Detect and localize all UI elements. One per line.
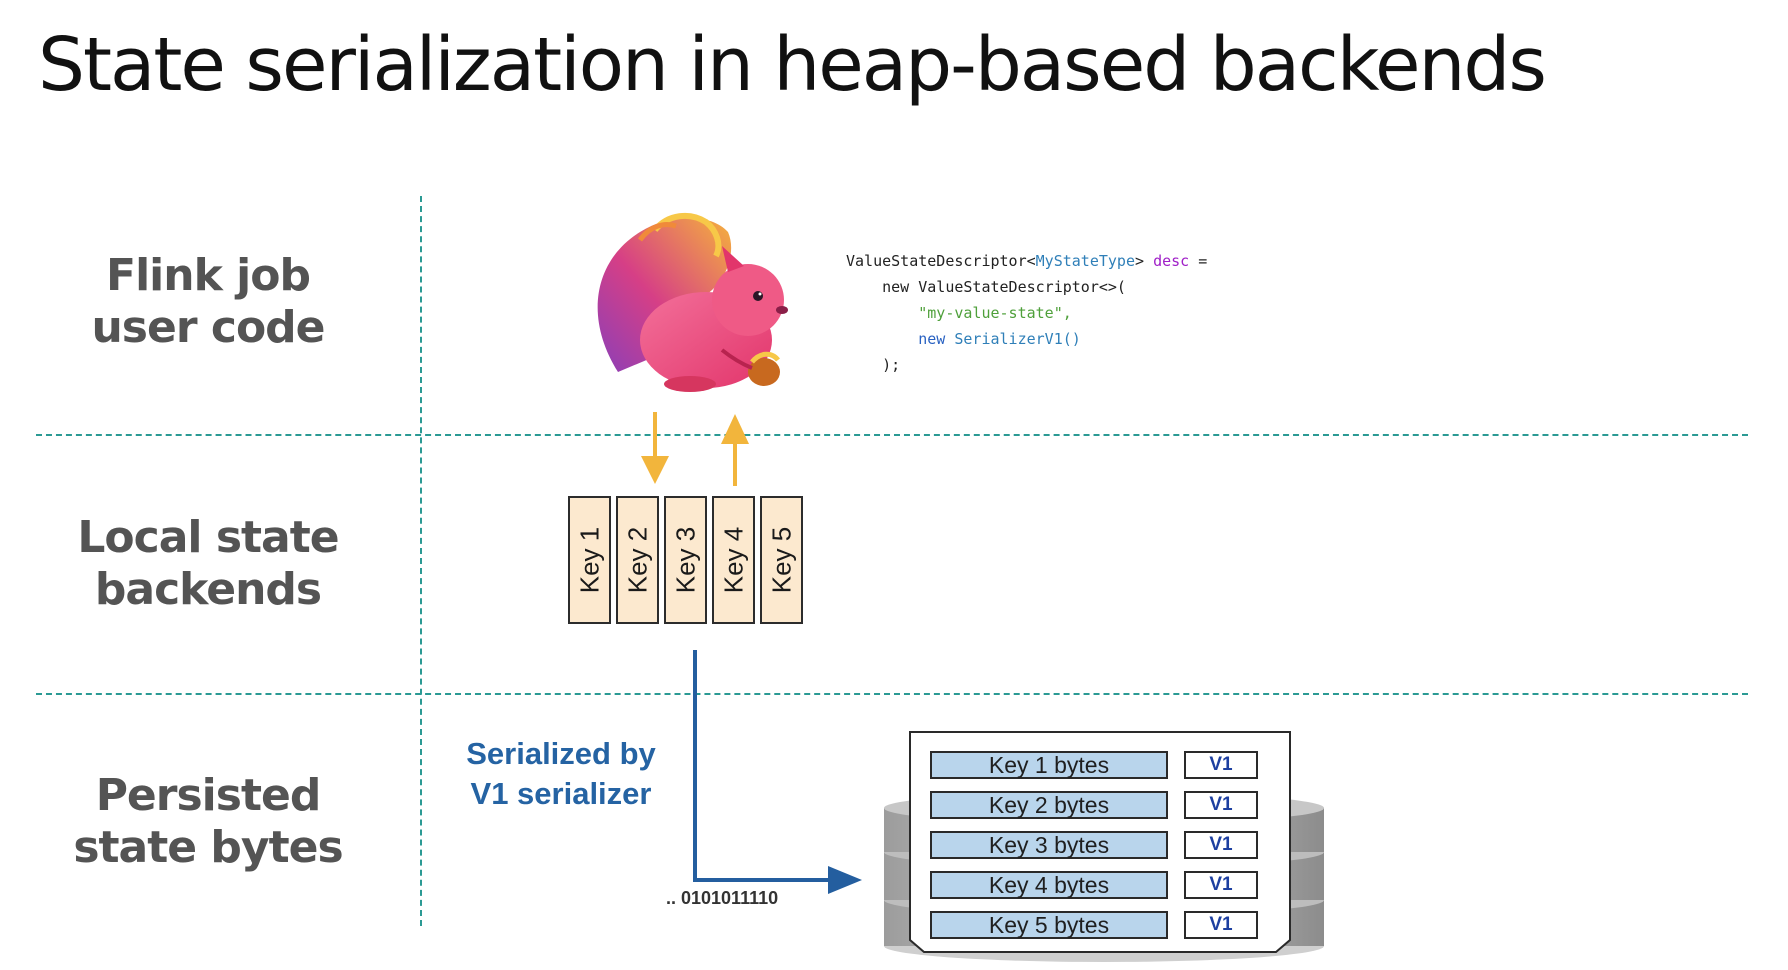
state-key-label: Key 4 (718, 526, 748, 594)
state-key-label: Key 3 (670, 526, 700, 594)
serialized-by-label: Serialized by V1 serializer (456, 734, 666, 814)
bit-stream: .. 0101011110 (666, 888, 779, 908)
code-token: > (1135, 252, 1154, 270)
serializer-version-badge: V1 (1184, 910, 1258, 939)
state-key-cell: Key 5 (760, 496, 803, 624)
persisted-key-bytes: Key 2 bytes (930, 790, 1168, 819)
persisted-key-bytes: Key 4 bytes (930, 870, 1168, 899)
state-key-cell: Key 4 (712, 496, 755, 624)
code-token: ValueStateDescriptor< (846, 252, 1036, 270)
column-divider (420, 196, 422, 926)
arrow-up-icon (721, 414, 749, 486)
code-token-type: SerializerV1() (954, 330, 1081, 348)
persisted-key-bytes: Key 1 bytes (930, 750, 1168, 779)
row-label-line: Flink job (106, 250, 311, 301)
row-label-line: Local state (77, 512, 339, 563)
persisted-key-bytes: Key 3 bytes (930, 830, 1168, 859)
persisted-state-stack: Key 1 bytes V1 Key 2 bytes V1 Key 3 byte… (878, 720, 1328, 970)
code-token-type: MyStateType (1035, 252, 1135, 270)
row-label-line: user code (91, 302, 325, 353)
state-key-label: Key 2 (622, 526, 652, 594)
row-label-user-code: Flink job user code (28, 250, 388, 354)
row-label-line: Persisted (95, 770, 322, 821)
persisted-entry: Key 2 bytes V1 (930, 788, 1260, 821)
persisted-entry: Key 5 bytes V1 (930, 908, 1260, 941)
row-divider-top (36, 434, 1748, 436)
code-token-variable: desc (1153, 252, 1190, 270)
row-divider-bottom (36, 693, 1748, 695)
persisted-key-bytes: Key 5 bytes (930, 910, 1168, 939)
code-snippet: ValueStateDescriptor<MyStateType> desc =… (846, 248, 1207, 378)
persisted-entry: Key 3 bytes V1 (930, 828, 1260, 861)
row-label-local-backends: Local state backends (28, 512, 388, 616)
serialized-label-line: Serialized by (466, 736, 656, 771)
row-label-persisted-bytes: Persisted state bytes (28, 770, 388, 874)
arrow-down-icon (641, 412, 669, 484)
row-label-line: state bytes (73, 822, 343, 873)
state-key-label: Key 5 (766, 526, 796, 594)
persisted-entry: Key 1 bytes V1 (930, 748, 1260, 781)
squirrel-mascot-icon (597, 212, 788, 392)
code-line: ValueStateDescriptor<MyStateType> desc = (846, 248, 1207, 274)
state-key-cell: Key 2 (616, 496, 659, 624)
serialized-label-line: V1 serializer (470, 776, 652, 811)
state-key-label: Key 1 (574, 526, 604, 594)
persisted-entry: Key 4 bytes V1 (930, 868, 1260, 901)
code-line: new ValueStateDescriptor<>( (846, 278, 1126, 296)
code-token-new: new (918, 330, 946, 348)
code-line-string: "my-value-state", (846, 304, 1072, 322)
state-key-cell: Key 1 (568, 496, 611, 624)
code-token: = (1189, 252, 1208, 270)
serializer-version-badge: V1 (1184, 870, 1258, 899)
serializer-version-badge: V1 (1184, 830, 1258, 859)
serializer-version-badge: V1 (1184, 750, 1258, 779)
slide-title: State serialization in heap-based backen… (38, 22, 1547, 108)
serializer-version-badge: V1 (1184, 790, 1258, 819)
state-key-cell: Key 3 (664, 496, 707, 624)
local-state-keys: Key 1 Key 2 Key 3 Key 4 Key 5 (568, 496, 808, 628)
row-label-line: backends (94, 564, 322, 615)
code-line: new SerializerV1() (846, 326, 1207, 352)
serialize-arrow-icon (693, 650, 862, 894)
code-line: ); (846, 356, 901, 374)
